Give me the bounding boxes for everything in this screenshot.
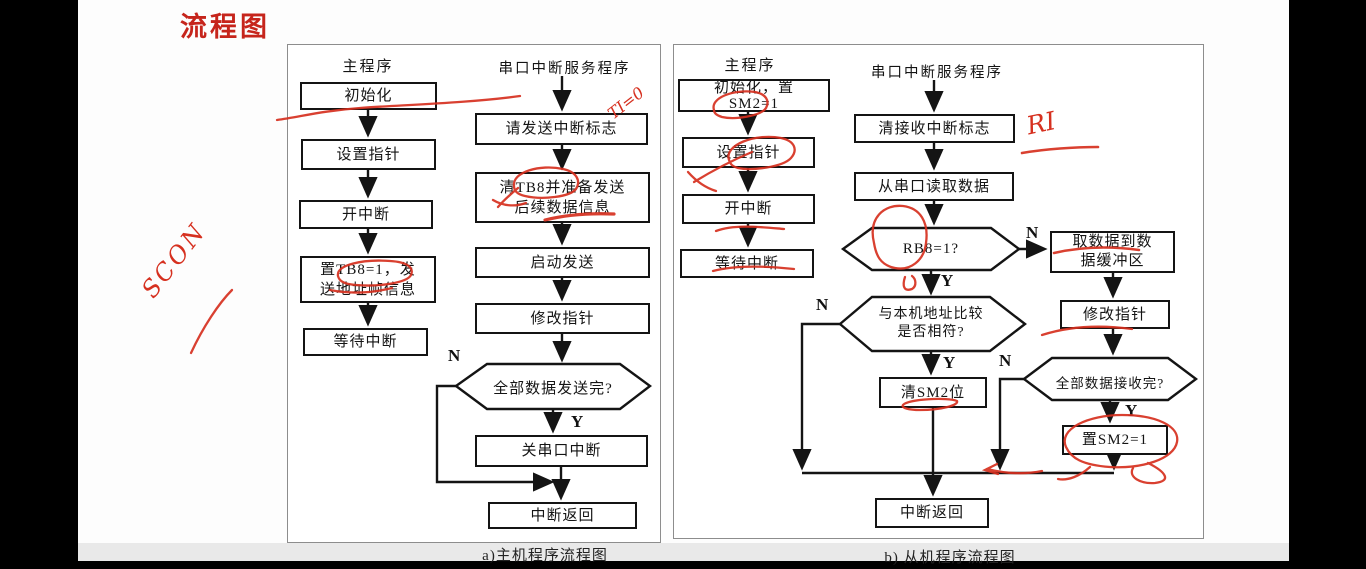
flow-box-label: 启动发送 [530,254,595,271]
flow-box-label: 后续数据信息 [514,199,611,216]
flow-box-label: 中断返回 [530,507,595,524]
flow-box-label: 修改指针 [530,310,595,327]
flow-box-label: 置TB8=1，发 [320,261,416,278]
panel-a-caption: a)主机程序流程图 [482,548,608,564]
flow-box-label: 中断返回 [899,505,964,521]
flow-box-label: 设置指针 [336,146,401,163]
handwriting-ri-flag: RI [1024,106,1059,141]
branch-label-yes: Y [941,271,954,290]
panel-b-isr-header: 串口中断服务程序 [871,65,1003,81]
decision-line: 是否相符? [897,325,965,340]
flow-box-interrupt-return: 中断返回 [488,502,637,529]
branch-label-no: N [816,295,829,314]
flow-box-label: 置SM2=1 [1081,432,1149,448]
flow-box-label: 送地址帧信息 [319,281,416,298]
panel-a-main-header: 主程序 [342,59,394,75]
page-title: 流程图 [180,12,270,42]
flow-box-label: 关串口中断 [521,443,602,459]
flow-box-label: 开中断 [341,206,390,223]
flow-box-label: 设置指针 [716,144,781,161]
bottom-black-bar [0,561,1366,569]
flow-box-label: 修改指针 [1082,306,1147,323]
handwriting-scon: SCON [136,217,212,304]
flow-box-set-tb8: 置TB8=1，发 送地址帧信息 [300,256,436,303]
flow-box-label: 从串口读取数据 [877,178,990,195]
flow-box-label: 取数据到数 [1072,234,1153,250]
flow-box-set-pointer: 设置指针 [682,137,815,168]
flow-box-wait-interrupt: 等待中断 [303,328,428,356]
flow-box-wait-interrupt: 等待中断 [680,249,814,278]
flow-box-label: 清SM2位 [900,384,966,401]
decision-all-received-label: 全部数据接收完? [1055,376,1165,391]
flow-box-close-serial-interrupt: 关串口中断 [475,435,648,467]
flow-box-start-send: 启动发送 [475,247,650,278]
flow-box-modify-pointer: 修改指针 [475,303,650,334]
decision-all-sent-label: 全部数据发送完? [493,381,613,397]
panel-b-caption: b) 从机程序流程图 [884,550,1016,566]
flow-box-label: 请发送中断标志 [505,121,618,137]
flow-box-read-serial: 从串口读取数据 [854,172,1014,201]
flow-box-label: 清接收中断标志 [878,120,991,137]
flow-box-enable-interrupt: 开中断 [682,194,815,224]
branch-label-yes: Y [943,353,956,372]
branch-label-yes: Y [571,412,584,431]
flow-box-fetch-to-buffer: 取数据到数 据缓冲区 [1050,231,1175,273]
branch-label-no: N [1026,223,1039,242]
flow-box-clear-sm2: 清SM2位 [879,377,987,408]
flow-box-init-set-sm2: 初始化，置 SM2=1 [678,79,830,112]
flow-box-label: SM2=1 [728,95,780,112]
flow-box-set-sm2: 置SM2=1 [1062,425,1168,455]
decision-address-match-label: 与本机地址比较 是否相符? [846,306,1016,342]
decision-rb8-label: RB8=1? [902,241,960,257]
right-black-bar [1289,0,1366,569]
flow-box-modify-pointer: 修改指针 [1060,300,1170,329]
flow-box-interrupt-return: 中断返回 [875,498,989,528]
flow-box-set-pointer: 设置指针 [301,139,436,170]
flow-box-label: 初始化 [344,88,393,104]
flow-box-label: 开中断 [724,201,773,217]
decision-line: 与本机地址比较 [878,307,984,322]
flow-box-label: 清TB8并准备发送 [499,179,626,196]
flow-box-clear-ti-flag: 请发送中断标志 [475,113,648,145]
branch-label-no: N [448,346,461,365]
flow-box-enable-interrupt: 开中断 [299,200,433,229]
left-black-bar [0,0,78,569]
branch-label-no: N [999,351,1012,370]
flow-box-clear-tb8: 清TB8并准备发送 后续数据信息 [475,172,650,223]
flow-box-label: 据缓冲区 [1080,253,1145,269]
flow-box-label: 等待中断 [714,255,779,272]
panel-a-isr-header: 串口中断服务程序 [498,61,631,77]
flow-box-init: 初始化 [300,82,437,110]
ink-slash-scon [189,288,234,355]
panel-b-main-header: 主程序 [724,58,776,74]
flow-box-clear-ri-flag: 清接收中断标志 [854,114,1015,143]
branch-label-yes: Y [1125,401,1138,420]
flow-box-label: 初始化，置 [713,79,794,96]
flow-box-label: 等待中断 [333,334,398,350]
